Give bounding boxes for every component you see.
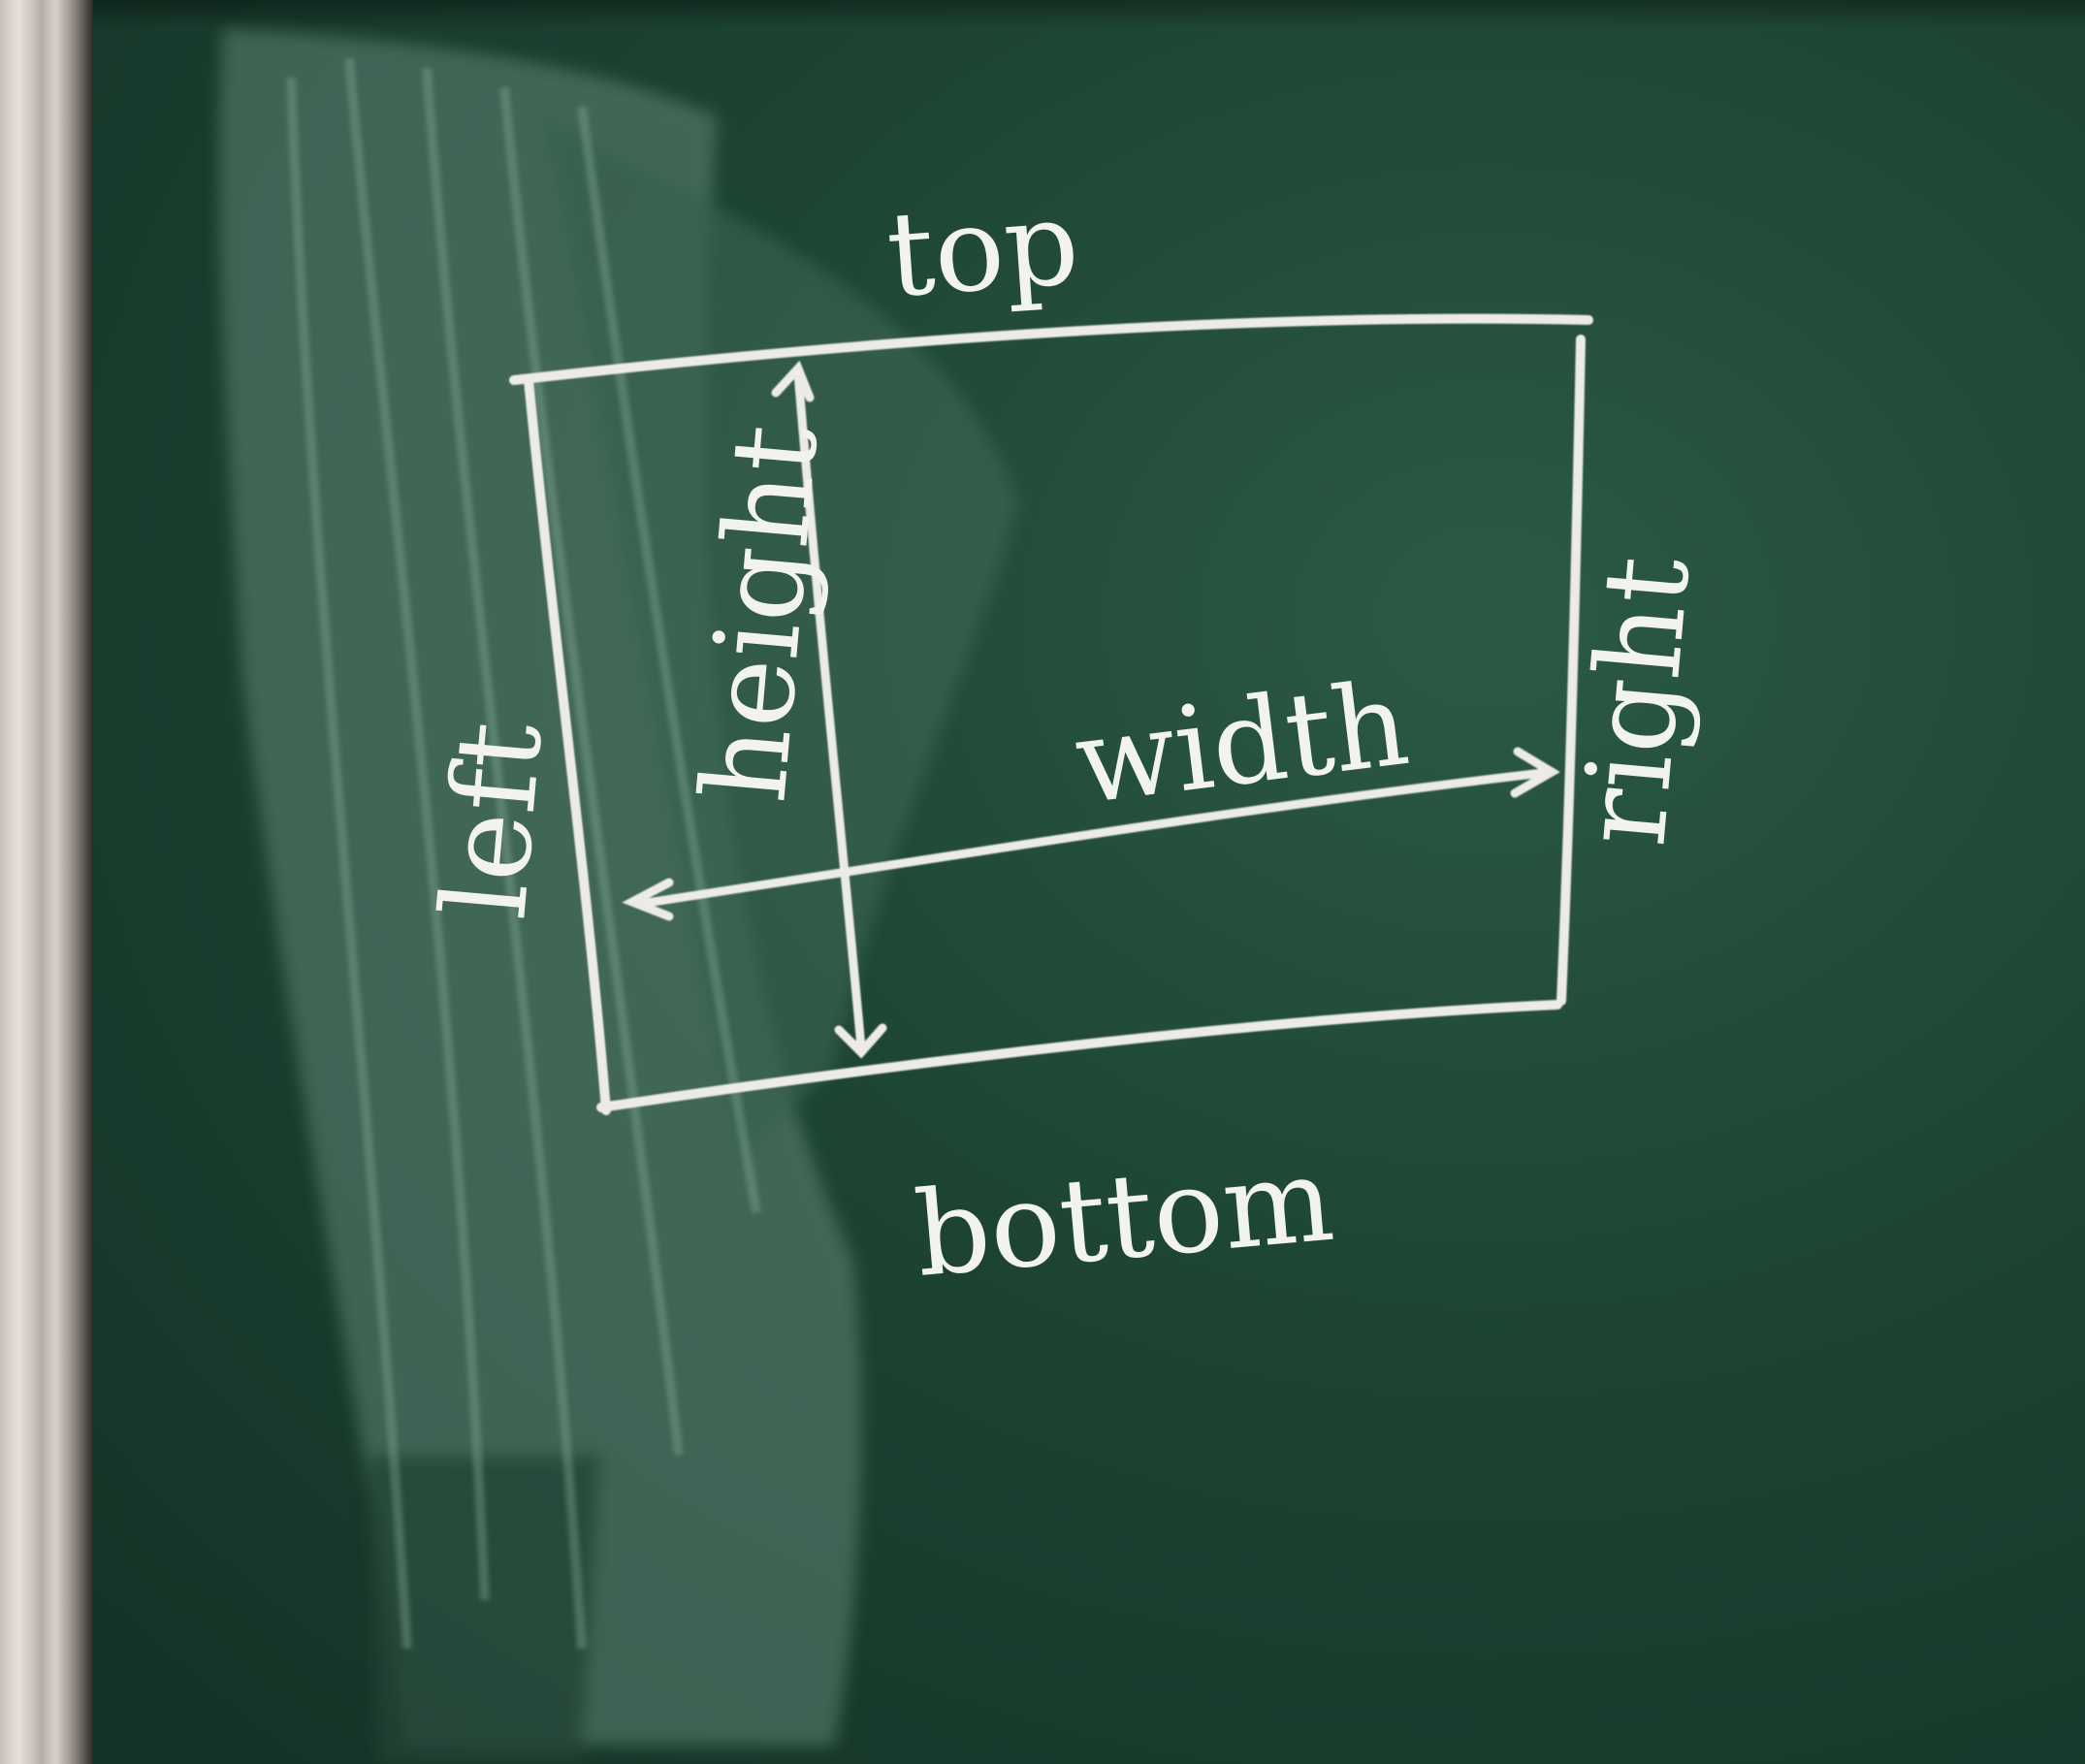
- arrow-head-top: [771, 360, 815, 402]
- rectangle-top-edge: [509, 313, 1593, 385]
- eraser-streaks: [286, 57, 761, 1650]
- rectangle-bottom-edge: [596, 1000, 1562, 1112]
- rectangle-left-edge: [524, 375, 611, 1115]
- label-bottom: bottom: [910, 1133, 1338, 1303]
- board-frame: [0, 0, 93, 1764]
- width-arrow: [622, 747, 1560, 921]
- label-right: right: [1556, 551, 1716, 850]
- label-top: top: [882, 176, 1083, 324]
- arrow-head-bottom: [834, 1023, 887, 1059]
- label-width: width: [1069, 657, 1416, 831]
- arrow-head-right: [1510, 747, 1560, 798]
- chalk-rectangle: [509, 313, 1593, 1115]
- rectangle-right-edge: [1556, 335, 1586, 1006]
- label-left: left: [417, 717, 568, 923]
- arrow-head-left: [622, 878, 674, 921]
- height-arrow: [771, 360, 887, 1059]
- label-height: height: [677, 420, 844, 808]
